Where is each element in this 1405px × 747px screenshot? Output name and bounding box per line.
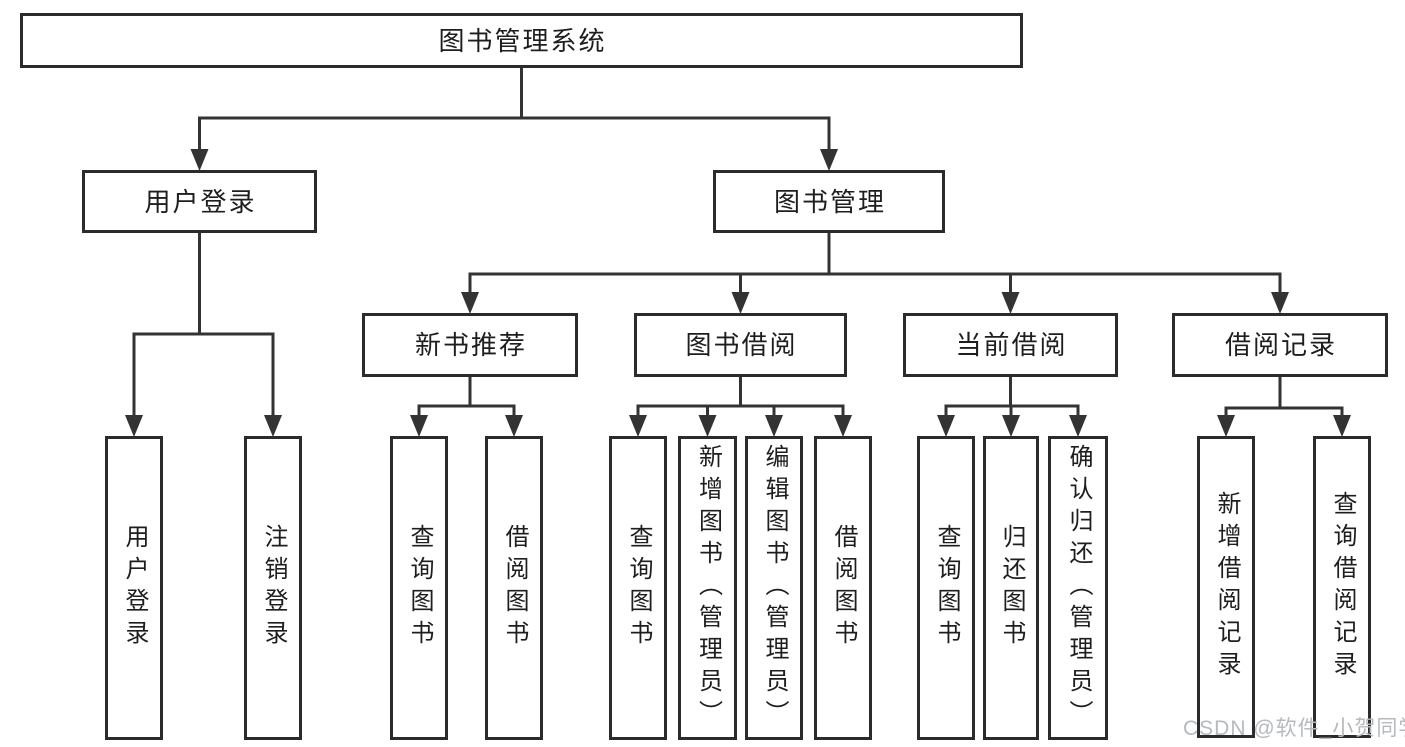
arrowhead-icon — [820, 149, 838, 171]
diagram-node-leaf-bb-borrow: 借阅图书 — [814, 436, 872, 740]
diagram-node-book-borrow: 图书借阅 — [634, 313, 847, 377]
diagram-node-leaf-nb-query: 查询图书 — [390, 436, 448, 740]
diagram-node-new-book: 新书推荐 — [362, 313, 578, 377]
diagram-node-leaf-user-login: 用户登录 — [105, 436, 163, 740]
arrowhead-icon — [731, 292, 750, 314]
arrowhead-icon — [1002, 415, 1020, 437]
diagram-node-leaf-bb-edit: 编辑图书（管理员） — [745, 436, 803, 740]
watermark: CSDN @软件_小贺同学 — [1183, 717, 1405, 740]
arrowhead-icon — [1217, 415, 1235, 437]
arrowhead-icon — [1001, 292, 1020, 314]
diagram-node-user-login: 用户登录 — [82, 170, 317, 233]
arrowhead-icon — [410, 415, 428, 437]
arrowhead-icon — [461, 292, 479, 314]
diagram-node-current-borrow: 当前借阅 — [903, 313, 1118, 377]
arrowhead-icon — [629, 415, 647, 437]
diagram-node-leaf-logout: 注销登录 — [244, 436, 302, 740]
arrowhead-icon — [505, 415, 523, 437]
arrowhead-icon — [1271, 292, 1289, 314]
arrowhead-icon — [937, 415, 955, 437]
diagram-node-system: 图书管理系统 — [20, 13, 1023, 68]
diagram-node-leaf-br-add: 新增借阅记录 — [1197, 436, 1255, 738]
diagram-node-borrow-record: 借阅记录 — [1172, 313, 1388, 377]
diagram-node-leaf-cb-return: 归还图书 — [983, 436, 1039, 740]
arrowhead-icon — [264, 415, 282, 437]
arrowhead-icon — [125, 415, 143, 437]
arrowhead-icon — [834, 415, 852, 437]
arrowhead-icon — [190, 149, 209, 171]
arrowhead-icon — [1333, 415, 1351, 437]
diagram-node-leaf-nb-borrow: 借阅图书 — [485, 436, 543, 740]
diagram-node-leaf-cb-query: 查询图书 — [917, 436, 975, 740]
arrowhead-icon — [1069, 415, 1087, 437]
diagram-node-leaf-bb-query: 查询图书 — [609, 436, 667, 740]
diagram-node-leaf-bb-add: 新增图书（管理员） — [678, 436, 737, 740]
diagram-node-leaf-cb-confirm: 确认归还（管理员） — [1048, 436, 1108, 740]
arrowhead-icon — [765, 415, 783, 437]
diagram-node-leaf-br-query: 查询借阅记录 — [1313, 436, 1371, 738]
diagram-node-book-mgmt: 图书管理 — [713, 170, 945, 233]
arrowhead-icon — [698, 415, 717, 437]
